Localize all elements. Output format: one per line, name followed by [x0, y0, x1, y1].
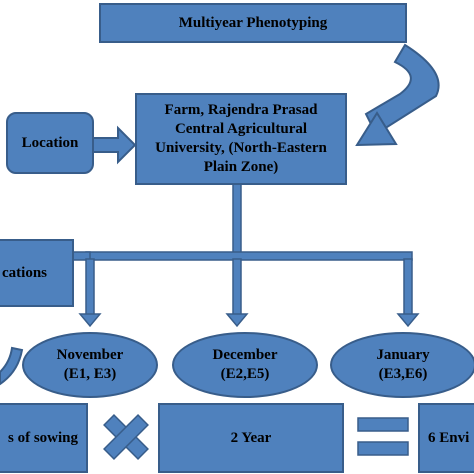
- branch-connector: [85, 251, 413, 261]
- month-name: January: [376, 347, 430, 363]
- left-curve-arrow: [0, 346, 24, 386]
- drop-november-head: [78, 313, 102, 328]
- drop-november: [85, 258, 95, 318]
- drop-january-head: [396, 313, 420, 328]
- location-label: Location: [21, 134, 79, 151]
- farm-label: Farm, Rajendra Prasad Central Agricultur…: [155, 102, 327, 175]
- month-envs: (E2,E5): [220, 366, 270, 382]
- month-name: December: [212, 347, 278, 363]
- sowing-box: s of sowing: [0, 403, 88, 473]
- month-envs: (E1, E3): [63, 366, 117, 382]
- environment-box: 6 Envi: [418, 403, 474, 473]
- drop-january: [403, 258, 413, 318]
- month-january: January (E3,E6): [330, 332, 474, 398]
- sowing-label: s of sowing: [7, 429, 78, 446]
- location-arrow: [89, 125, 137, 165]
- month-name: November: [56, 347, 124, 363]
- multiply-sign: [103, 414, 149, 460]
- year-label: 2 Year: [230, 429, 272, 446]
- drop-december: [232, 258, 242, 318]
- farm-box: Farm, Rajendra Prasad Central Agricultur…: [135, 93, 347, 185]
- title-label: Multiyear Phenotyping: [178, 14, 328, 31]
- locations-label: cations: [2, 264, 47, 281]
- locations-box: cations: [0, 239, 74, 307]
- month-november: November (E1, E3): [22, 332, 158, 398]
- year-box: 2 Year: [158, 403, 344, 473]
- title-box: Multiyear Phenotyping: [99, 3, 407, 43]
- curved-arrow-head: [355, 111, 398, 147]
- environment-label: 6 Envi: [428, 429, 470, 446]
- trunk-connector: [232, 182, 242, 254]
- drop-december-head: [225, 313, 249, 328]
- location-box: Location: [6, 112, 94, 174]
- month-december: December (E2,E5): [172, 332, 318, 398]
- equals-sign: [357, 417, 409, 456]
- month-envs: (E3,E6): [378, 366, 428, 382]
